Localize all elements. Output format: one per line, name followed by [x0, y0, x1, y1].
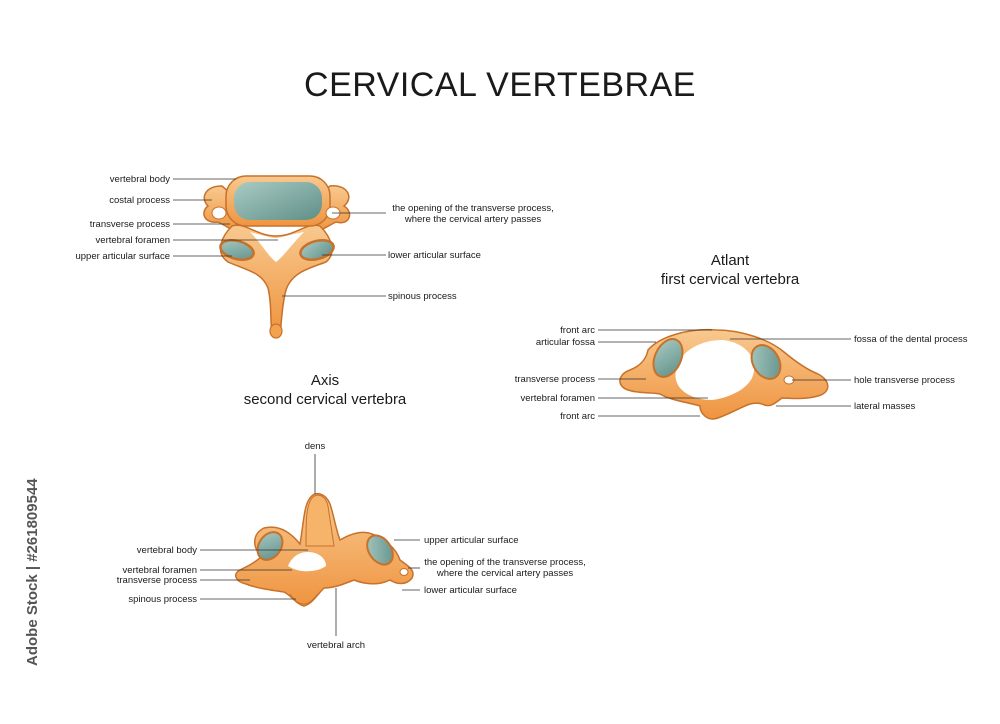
label-atlas-hole-transverse: hole transverse process	[854, 375, 955, 386]
label-costal-process: costal process	[109, 195, 170, 206]
label-atlas-transverse-process: transverse process	[514, 374, 595, 385]
axis-dens	[305, 494, 335, 547]
label-atlas-lateral-masses: lateral masses	[854, 401, 916, 412]
label-axis-transverse-opening-line1: the opening of the transverse process,	[424, 557, 586, 568]
label-axis-upper-articular-surface: upper articular surface	[424, 535, 519, 546]
atlas-articular-fossa-left	[652, 338, 684, 378]
stock-watermark: Adobe Stock | #261809544	[4, 478, 41, 688]
label-atlas-front-arc-bottom: front arc	[560, 411, 595, 422]
atlas-leader-lines	[598, 329, 851, 417]
label-transverse-opening: the opening of the transverse process, w…	[388, 203, 558, 225]
atlas-articular-fossa-right	[750, 344, 782, 380]
label-upper-articular-surface: upper articular surface	[75, 251, 170, 262]
atlas-illustration	[619, 328, 829, 420]
label-axis-transverse-process: transverse process	[116, 575, 197, 586]
label-axis-spinous-process: spinous process	[128, 594, 197, 605]
label-axis-vertebral-foramen: vertebral foramen	[122, 565, 197, 576]
axis-illustration	[235, 493, 414, 607]
axis-leader-lines	[200, 454, 420, 636]
atlas-heading: Atlant first cervical vertebra	[620, 251, 840, 289]
label-atlas-fossa-dental: fossa of the dental process	[854, 334, 968, 345]
typical-spinous-tip	[269, 323, 283, 339]
label-vertebral-foramen: vertebral foramen	[95, 235, 170, 246]
label-lower-articular-surface: lower articular surface	[388, 250, 481, 261]
label-axis-transverse-opening: the opening of the transverse process, w…	[420, 557, 590, 579]
stock-watermark-text: Adobe Stock | #261809544	[24, 478, 41, 666]
axis-transverse-opening	[399, 568, 409, 576]
typical-articular-surface-left	[219, 239, 255, 261]
label-spinous-process: spinous process	[388, 291, 457, 302]
typical-vertebra-illustration	[203, 175, 351, 339]
axis-articular-surface-left	[256, 531, 284, 561]
axis-body-and-arch	[235, 493, 414, 607]
label-axis-dens: dens	[304, 441, 326, 452]
label-atlas-articular-fossa: articular fossa	[535, 337, 595, 348]
page-title: CERVICAL VERTEBRAE	[304, 66, 696, 104]
label-atlas-vertebral-foramen: vertebral foramen	[520, 393, 595, 404]
label-transverse-opening-line2: where the cervical artery passes	[404, 214, 542, 225]
axis-heading: Axis second cervical vertebra	[215, 371, 435, 409]
atlas-vertebral-foramen-hole	[675, 340, 755, 400]
label-axis-lower-articular-surface: lower articular surface	[424, 585, 517, 596]
axis-heading-line2: second cervical vertebra	[243, 391, 407, 408]
typical-transverse-opening-left	[211, 206, 227, 220]
label-axis-vertebral-arch: vertebral arch	[306, 640, 366, 651]
atlas-heading-line1: Atlant	[710, 252, 750, 269]
axis-heading-line1: Axis	[310, 372, 340, 389]
label-vertebral-body: vertebral body	[109, 174, 170, 185]
axis-articular-surface-right	[366, 534, 394, 566]
label-axis-vertebral-body: vertebral body	[136, 545, 197, 556]
label-atlas-front-arc-top: front arc	[560, 325, 595, 336]
label-transverse-opening-line1: the opening of the transverse process,	[392, 203, 554, 214]
label-axis-transverse-opening-line2: where the cervical artery passes	[436, 568, 574, 579]
label-transverse-process: transverse process	[89, 219, 170, 230]
atlas-heading-line2: first cervical vertebra	[660, 271, 800, 288]
typical-leader-lines	[173, 178, 386, 297]
typical-body-surface	[234, 182, 322, 220]
typical-vertebral-foramen-hole	[250, 232, 304, 262]
axis-vertebral-foramen-hole	[288, 552, 326, 572]
